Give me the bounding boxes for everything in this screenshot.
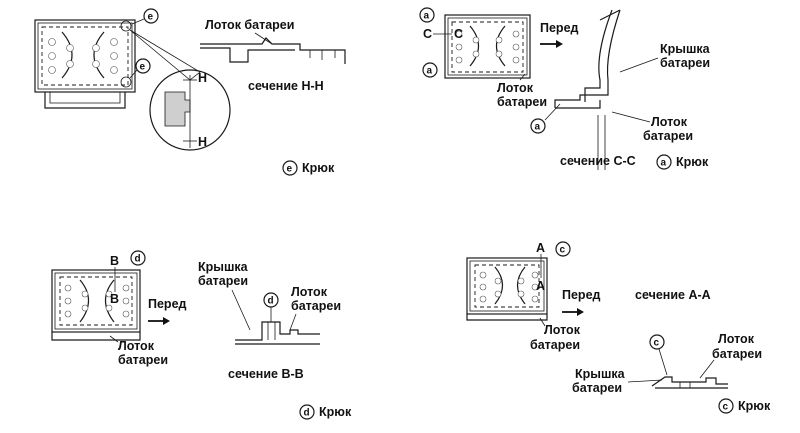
hook-marker-d-top: d: [130, 250, 146, 266]
battery-tray-label: Лоток батареи: [205, 18, 294, 32]
svg-text:d: d: [268, 296, 274, 307]
svg-text:батареи: батареи: [530, 338, 580, 352]
svg-text:d: d: [304, 408, 310, 419]
svg-text:Перед: Перед: [148, 297, 187, 311]
panel-top-left: e e H H Лоток батареи сечени: [34, 8, 346, 176]
svg-text:Крышка: Крышка: [198, 260, 249, 274]
svg-text:a: a: [424, 11, 430, 22]
svg-text:Крюк: Крюк: [676, 155, 709, 169]
front-direction-label: Перед: [540, 21, 579, 48]
svg-text:батареи: батареи: [643, 129, 693, 143]
hook-marker-e-top: e: [131, 8, 159, 25]
tray-label-1: Лоток батареи: [497, 73, 547, 109]
svg-text:d: d: [135, 254, 141, 265]
hook-marker-e-bottom: e: [129, 58, 151, 79]
hook-marker-a-section: a: [530, 118, 546, 134]
hook-legend-c: c Крюк: [718, 398, 771, 414]
svg-text:H: H: [198, 135, 207, 149]
hook-legend-a: a Крюк: [656, 154, 709, 170]
svg-text:батареи: батареи: [198, 274, 248, 288]
section-h-h-profile: [200, 32, 346, 64]
section-h-h-label: сечение Н-Н: [248, 79, 324, 93]
svg-text:Лоток: Лоток: [651, 115, 688, 129]
battery-tray-top-view: [444, 14, 531, 79]
panel-bottom-right: A A c Перед сечение А-А Лоток батареи c …: [466, 241, 771, 414]
svg-text:c: c: [560, 245, 566, 256]
svg-text:Крюк: Крюк: [738, 399, 771, 413]
section-mark-h-bottom: H: [198, 135, 207, 149]
svg-text:Лоток: Лоток: [291, 285, 328, 299]
hook-marker-a-bottom: a: [422, 62, 438, 78]
hook-marker-a-top: a: [419, 7, 435, 23]
svg-text:H: H: [198, 71, 207, 85]
svg-text:батареи: батареи: [712, 347, 762, 361]
section-mark-c-left: C: [423, 27, 432, 41]
svg-text:батареи: батареи: [660, 56, 710, 70]
svg-text:e: e: [287, 164, 293, 175]
hook-legend-d: d Крюк: [299, 404, 352, 420]
svg-text:Лоток: Лоток: [118, 339, 155, 353]
battery-cover-label: Крышка батареи: [619, 42, 711, 73]
svg-text:a: a: [427, 66, 433, 77]
panel-top-right: a a C C Перед Лоток батареи a: [419, 7, 711, 170]
svg-text:Лоток: Лоток: [497, 81, 534, 95]
tray-label-2: Лоток батареи: [289, 285, 341, 331]
section-b-b-label: сечение В-В: [228, 367, 304, 381]
svg-text:e: e: [140, 62, 146, 73]
svg-text:Лоток: Лоток: [718, 332, 755, 346]
detail-magnifier: [129, 29, 231, 151]
svg-text:Крышка: Крышка: [660, 42, 711, 56]
panel-bottom-left: B B d Перед Лоток батареи Крышка батареи…: [51, 250, 352, 420]
section-mark-b-top: B: [110, 254, 119, 268]
svg-text:Крышка: Крышка: [575, 367, 626, 381]
section-mark-a-top: A: [536, 241, 545, 255]
svg-text:батареи: батареи: [497, 95, 547, 109]
section-c-c-label: сечение С-С: [560, 154, 636, 168]
section-mark-h-top: H: [198, 71, 207, 85]
svg-text:Крюк: Крюк: [302, 161, 335, 175]
svg-text:Перед: Перед: [562, 288, 601, 302]
section-mark-c-right: C: [454, 27, 463, 41]
svg-text:Лоток: Лоток: [544, 323, 581, 337]
svg-text:e: e: [148, 12, 154, 23]
svg-text:Крюк: Крюк: [319, 405, 352, 419]
battery-cover-label: Крышка батареи: [572, 367, 663, 395]
front-direction-label: Перед: [148, 297, 187, 325]
tray-label-1: Лоток батареи: [109, 335, 168, 367]
svg-text:батареи: батареи: [118, 353, 168, 367]
battery-cover-label: Крышка батареи: [198, 260, 251, 331]
hook-marker-c-top: c: [555, 241, 571, 257]
section-a-a-profile: [651, 376, 728, 389]
section-a-a-label: сечение А-А: [635, 288, 711, 302]
hook-marker-d-section: d: [263, 292, 279, 322]
section-b-b-profile: [235, 321, 320, 345]
tray-label-2: Лоток батареи: [699, 332, 762, 379]
section-c-c-profile: [544, 9, 621, 170]
svg-text:Перед: Перед: [540, 21, 579, 35]
tray-label-1: Лоток батареи: [530, 317, 581, 352]
tray-label-2: Лоток батареи: [611, 111, 693, 143]
hook-legend-e: e Крюк: [282, 160, 335, 176]
section-mark-a-bottom: A: [536, 279, 545, 293]
svg-text:c: c: [723, 402, 729, 413]
section-mark-b-bottom: B: [110, 292, 119, 306]
battery-tray-top-view: [466, 257, 548, 321]
svg-text:a: a: [661, 158, 667, 169]
svg-text:a: a: [535, 122, 541, 133]
svg-text:батареи: батареи: [572, 381, 622, 395]
hook-marker-c-section: c: [649, 334, 668, 376]
svg-text:батареи: батареи: [291, 299, 341, 313]
battery-tray-top-view: [51, 269, 141, 341]
battery-tray-top-view: [34, 19, 136, 109]
svg-text:c: c: [654, 338, 660, 349]
front-direction-label: Перед: [562, 288, 601, 316]
